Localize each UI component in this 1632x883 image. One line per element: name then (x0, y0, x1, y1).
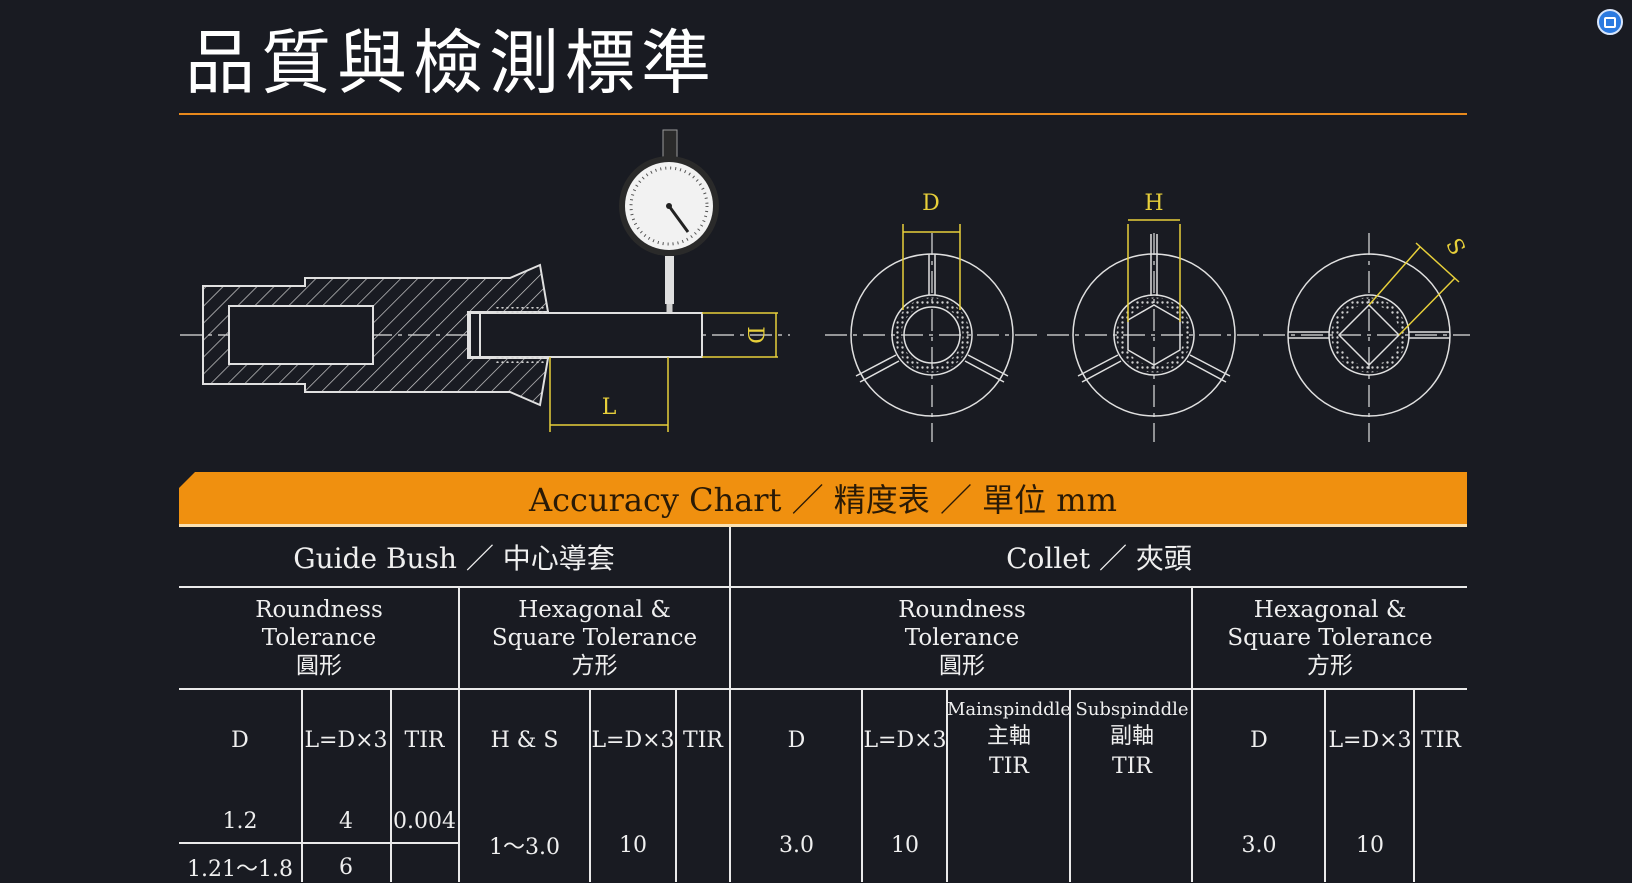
subgroup-gb-roundness-line1: Roundness (255, 597, 383, 623)
col-collet-sub-tir: Subspinddle 副軸 TIR (1071, 690, 1193, 790)
collet-hex-section (1047, 219, 1262, 442)
subgroup-gb-roundness: Roundness Tolerance 圓形 (179, 588, 459, 688)
col-collet-hex-tir: TIR (1421, 727, 1461, 753)
rule-col-5 (861, 690, 863, 882)
screen-capture-icon[interactable] (1597, 9, 1623, 35)
technical-drawing: D L D H (180, 129, 1470, 442)
collet-round-d-value: 3.0 (779, 832, 814, 858)
rule-gb-subdivider (458, 588, 460, 882)
col-gb-round-d: D (231, 727, 249, 753)
collet-hex-l-value: 10 (1356, 832, 1384, 858)
group-collet: Collet ／ 夾頭 (1006, 541, 1192, 575)
col-gb-hex-hs: H & S (490, 727, 559, 753)
dimension-label-d2: D (922, 191, 940, 216)
col-collet-hex-d: D (1250, 727, 1268, 753)
rule-subgroups (179, 688, 1467, 690)
collet-square-section (1263, 233, 1470, 442)
col-collet-sub-tir-label: TIR (1112, 754, 1152, 779)
rule-col-9 (1413, 690, 1415, 882)
rule-col-1 (301, 690, 303, 882)
banner-underline (179, 524, 1467, 527)
gb-round-row2-l: 6 (339, 854, 353, 880)
col-collet-main-en: Mainspinddle (946, 699, 1072, 720)
test-pin (469, 307, 778, 432)
subgroup-collet-hex-line1: Hexagonal & (1253, 597, 1407, 623)
col-collet-round-d: D (787, 727, 806, 753)
col-gb-hex-tir: TIR (683, 727, 723, 753)
rule-groups (179, 586, 1467, 588)
rule-col-7 (1069, 690, 1071, 882)
col-collet-sub-zh: 副軸 (1109, 724, 1154, 749)
collet-round-section (825, 224, 1040, 442)
gb-round-row1-d: 1.2 (222, 808, 258, 834)
gb-hex-l-value: 10 (619, 832, 647, 858)
gb-round-row1-l: 4 (339, 808, 353, 834)
subgroup-collet-hex-line3: 方形 (1307, 653, 1353, 679)
dimension-label-s: S (1440, 234, 1469, 259)
col-gb-round-l: L=D×3 (304, 727, 388, 753)
col-gb-round-tir: TIR (404, 727, 445, 753)
subgroup-gb-roundness-line3: 圓形 (296, 653, 342, 679)
rule-col-3 (589, 690, 591, 882)
dimension-label-l: L (602, 395, 617, 420)
subgroup-gb-hex-line3: 方形 (571, 653, 618, 679)
col-gb-hex-l: L=D×3 (591, 727, 675, 753)
col-collet-main-tir: Mainspinddle 主軸 TIR (946, 690, 1072, 790)
subgroup-collet-hex: Hexagonal & Square Tolerance 方形 (1193, 588, 1467, 688)
rule-col-6 (946, 690, 948, 882)
accuracy-chart-banner: Accuracy Chart ／ 精度表 ／ 單位 mm (179, 472, 1467, 524)
col-collet-round-l: L=D×3 (863, 727, 947, 753)
group-guide-bush: Guide Bush ／ 中心導套 (293, 541, 615, 575)
subgroup-collet-roundness-line3: 圓形 (939, 653, 985, 679)
subgroup-gb-hex-line1: Hexagonal & (518, 597, 671, 623)
subgroup-gb-hex-line2: Square Tolerance (491, 625, 698, 651)
dial-indicator (619, 129, 719, 312)
page-title: 品質與檢測標準 (185, 22, 717, 104)
subgroup-gb-roundness-line2: Tolerance (261, 625, 377, 651)
subgroup-gb-hex: Hexagonal & Square Tolerance 方形 (460, 588, 729, 688)
subgroup-collet-roundness: Roundness Tolerance 圓形 (731, 588, 1193, 688)
col-collet-hex-l: L=D×3 (1328, 727, 1412, 753)
col-collet-main-tir-label: TIR (989, 754, 1029, 779)
collet-hex-d-value: 3.0 (1241, 832, 1277, 858)
dimension-label-d: D (742, 326, 767, 344)
rule-col-2 (390, 690, 392, 882)
subgroup-collet-hex-line2: Square Tolerance (1227, 625, 1433, 651)
subgroup-collet-roundness-line2: Tolerance (904, 625, 1020, 651)
collet-round-l-value: 10 (891, 832, 919, 858)
rule-group-divider (729, 527, 731, 882)
subgroup-collet-roundness-line1: Roundness (898, 597, 1026, 623)
rule-gb-row1 (179, 842, 459, 844)
title-underline (179, 113, 1467, 115)
rule-col-4 (675, 690, 677, 882)
rule-collet-subdivider (1191, 588, 1193, 882)
gb-hex-hs-value: 1～3.0 (489, 835, 560, 860)
gb-round-row2-d: 1.21～1.8 (187, 857, 293, 882)
gb-round-row1-tir: 0.004 (393, 808, 456, 834)
col-collet-sub-en: Subspinddle (1075, 699, 1189, 720)
rule-col-8 (1324, 690, 1326, 882)
col-collet-main-zh: 主軸 (986, 724, 1031, 749)
dimension-label-h: H (1144, 191, 1163, 216)
accuracy-chart-title: Accuracy Chart ／ 精度表 ／ 單位 mm (529, 481, 1117, 519)
